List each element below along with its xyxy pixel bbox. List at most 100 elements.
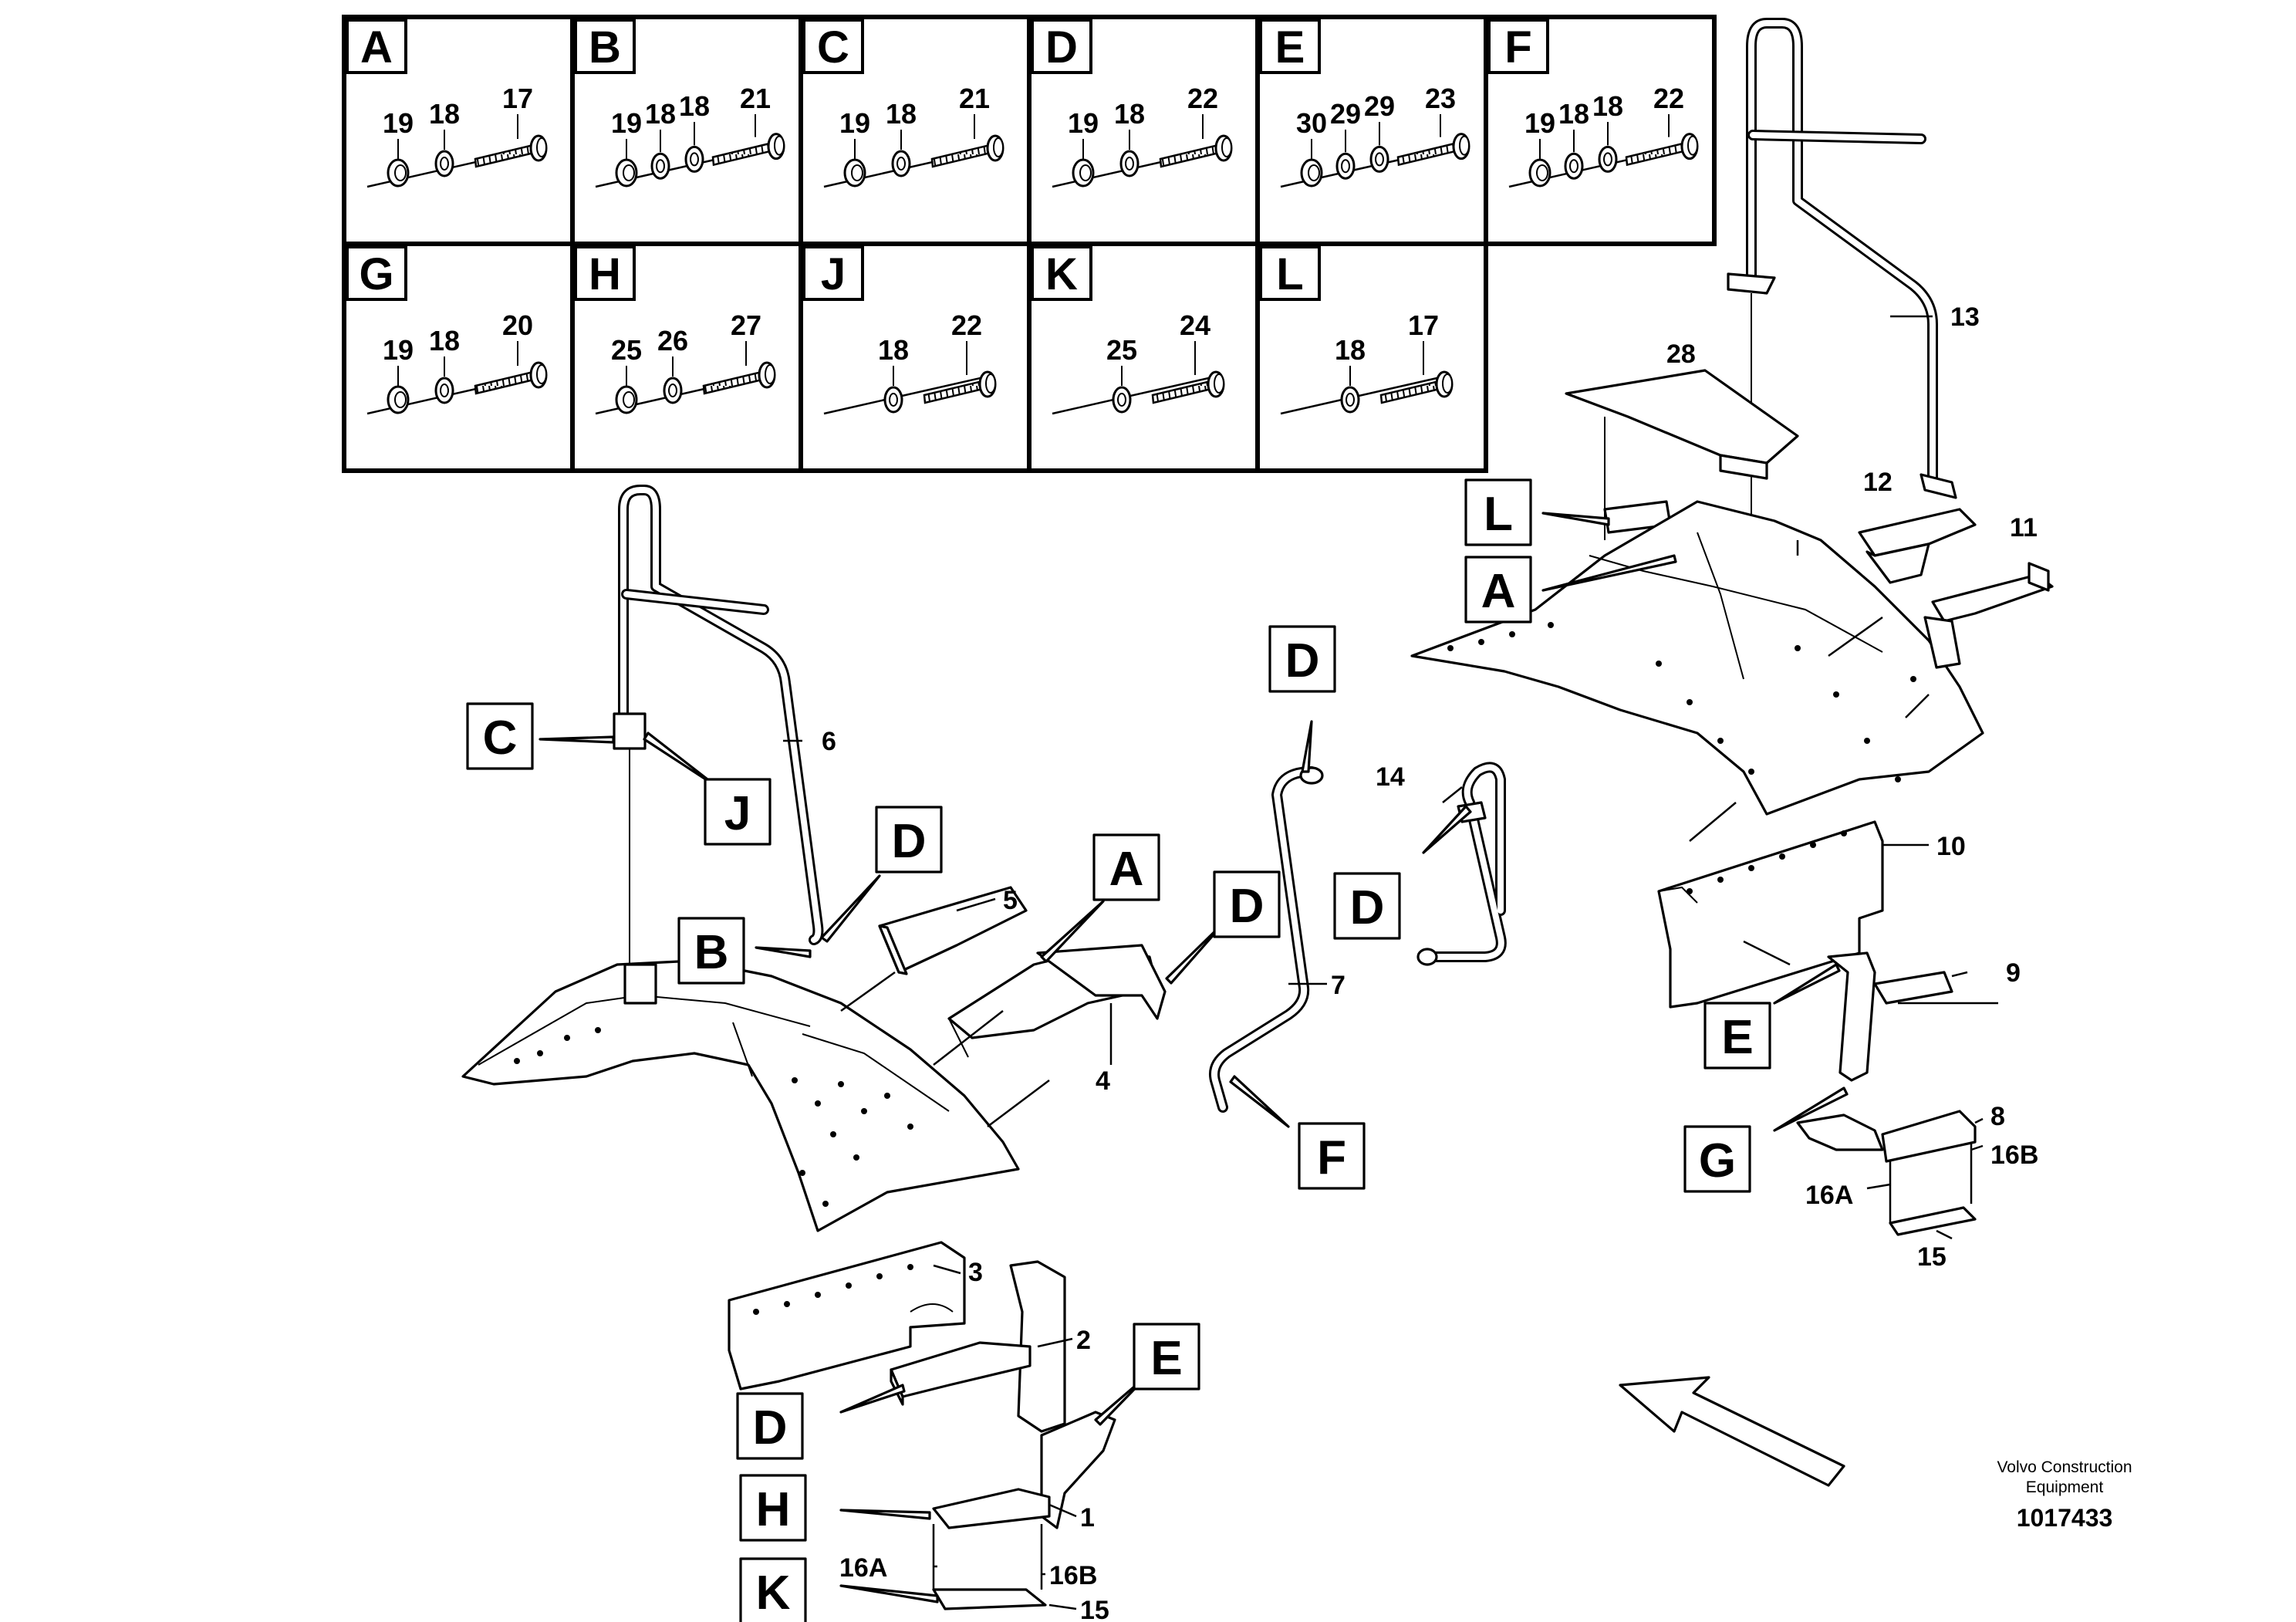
- kit-item-number: 18: [886, 98, 917, 130]
- fender-bolt-holes: [514, 1027, 913, 1207]
- nut-icon: [615, 385, 638, 414]
- part-label-2: 2: [1076, 1326, 1091, 1355]
- nut-icon: [387, 385, 410, 414]
- svg-text:J: J: [724, 787, 751, 840]
- nut-icon: [1528, 158, 1551, 188]
- callout-d-4: D: [1333, 872, 1401, 940]
- part-label-16b-right: 16B: [1990, 1140, 2038, 1170]
- kit-cell-letter: E: [1275, 22, 1305, 73]
- part-label-5: 5: [1003, 886, 1018, 915]
- kit-item-number: 17: [502, 83, 533, 114]
- part-label-16a-left: 16A: [839, 1553, 887, 1583]
- brand-line-1: Volvo Construction: [1997, 1458, 2132, 1476]
- washer-icon: [1369, 145, 1389, 173]
- kit-cell-letter: G: [359, 249, 393, 299]
- kit-item-number: 18: [645, 98, 676, 130]
- kit-item-number: 25: [611, 334, 642, 366]
- leader-lines: [783, 315, 1998, 1610]
- washer-icon: [883, 386, 903, 414]
- step-28: [1565, 369, 1799, 540]
- washer-icon: [1112, 386, 1132, 414]
- svg-text:E: E: [1721, 1011, 1753, 1064]
- platform-4: [947, 944, 1167, 1058]
- svg-text:E: E: [1150, 1332, 1182, 1385]
- kit-item-number: 19: [839, 107, 870, 139]
- part-label-4: 4: [1096, 1066, 1110, 1096]
- part-label-28: 28: [1666, 340, 1696, 369]
- kit-item-number: 18: [1592, 90, 1623, 122]
- kit-cell-letter: L: [1276, 249, 1303, 299]
- kit-item-number: 20: [502, 309, 533, 341]
- svg-text:H: H: [756, 1483, 791, 1536]
- shield-3: [728, 1241, 966, 1391]
- fender-right: [1410, 500, 1984, 816]
- kit-item-number: 21: [959, 83, 990, 114]
- kit-item-number: 19: [1524, 107, 1555, 139]
- footer: Volvo Construction Equipment 1017433: [1997, 1458, 2132, 1532]
- kit-item-number: 18: [429, 325, 460, 357]
- callout-d-2: D: [1213, 870, 1281, 938]
- kit-item-number: 22: [951, 309, 982, 341]
- step-11: [1923, 562, 2054, 669]
- svg-text:F: F: [1317, 1131, 1346, 1184]
- kit-item-number: 19: [383, 334, 414, 366]
- part-label-3: 3: [968, 1258, 983, 1287]
- washer-icon: [1335, 152, 1356, 180]
- kit-cell-g: G 19 18 20: [342, 242, 575, 473]
- washer-icon: [1340, 386, 1360, 414]
- washer-icon: [1564, 152, 1584, 180]
- kit-item-number: 17: [1408, 309, 1439, 341]
- washer-icon: [1598, 145, 1618, 173]
- part-label-1: 1: [1080, 1503, 1095, 1532]
- washer-icon: [663, 377, 683, 404]
- kit-cell-letter: D: [1045, 22, 1078, 73]
- bolt-icon: [711, 133, 785, 167]
- kit-item-number: 30: [1296, 107, 1327, 139]
- kit-item-number: 29: [1330, 98, 1361, 130]
- callout-c: C: [466, 702, 534, 770]
- kit-item-number: 19: [383, 107, 414, 139]
- kit-item-number: 18: [679, 90, 710, 122]
- part-label-11: 11: [2010, 513, 2038, 542]
- svg-text:A: A: [1481, 565, 1516, 618]
- step-8: [1796, 1110, 1977, 1236]
- nut-icon: [387, 158, 410, 188]
- kit-cell-letter: B: [589, 22, 621, 73]
- callout-d-1: D: [875, 806, 943, 874]
- washer-icon: [891, 150, 911, 177]
- kit-cell-letter: J: [821, 249, 846, 299]
- callout-g: G: [1683, 1125, 1751, 1193]
- kit-cell-letter: F: [1504, 22, 1531, 73]
- part-number-labels: 6 5 4 7 14 3 2 1 16A 16B 15 13 28 12 11 …: [822, 302, 2038, 1622]
- handrail-6: [613, 485, 824, 995]
- svg-text:B: B: [694, 926, 729, 979]
- svg-text:D: D: [753, 1401, 788, 1455]
- doc-number: 1017433: [2017, 1504, 2113, 1532]
- kit-item-number: 24: [1180, 309, 1210, 341]
- kit-item-number: 18: [429, 98, 460, 130]
- part-label-16b-left: 16B: [1049, 1561, 1097, 1590]
- kit-cell-letter: A: [360, 22, 393, 73]
- washer-icon: [684, 145, 704, 173]
- kit-item-number: 23: [1425, 83, 1456, 114]
- shield-10: [1657, 820, 1884, 1009]
- bolt-icon: [702, 361, 776, 395]
- kit-item-number: 29: [1364, 90, 1395, 122]
- callout-j: J: [704, 778, 772, 846]
- bolt-icon: [1396, 133, 1470, 167]
- kit-item-number: 19: [1068, 107, 1099, 139]
- callout-a-left: A: [1092, 833, 1160, 901]
- step-9: [1827, 951, 1953, 1082]
- kit-item-number: 26: [657, 325, 688, 357]
- svg-text:L: L: [1484, 488, 1513, 541]
- svg-text:G: G: [1699, 1134, 1736, 1188]
- bolt-icon: [930, 134, 1004, 168]
- handrail-13: [1727, 18, 1957, 525]
- part-label-13: 13: [1950, 302, 1980, 332]
